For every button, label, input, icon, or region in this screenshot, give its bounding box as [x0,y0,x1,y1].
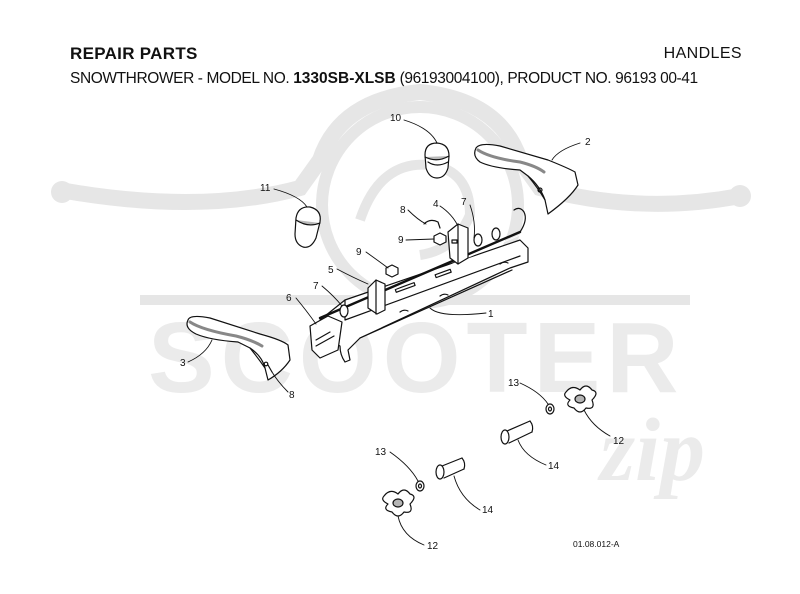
star-knob-12-left [382,489,415,517]
callout-labels: 10 2 11 7 4 8 9 9 5 7 6 1 3 8 13 12 13 1… [180,113,625,552]
clip-8-upper [423,219,441,229]
callout-3: 3 [180,358,186,369]
svg-text:zip: zip [597,401,705,500]
collar-7-left [339,304,349,318]
callout-11: 11 [260,183,271,194]
callout-2: 2 [585,137,591,148]
bracket-4 [447,223,469,265]
callout-14-left: 14 [482,505,494,516]
knob-11 [294,206,321,248]
callout-8-upper: 8 [400,205,406,216]
callout-10: 10 [390,113,402,124]
callout-12-right: 12 [613,436,625,447]
callout-13-left: 13 [375,447,387,458]
callout-7-lower: 7 [313,281,319,292]
callout-5: 5 [328,265,334,276]
bracket-5 [367,279,386,315]
callout-1: 1 [488,309,494,320]
drawing-reference: 01.08.012-A [573,539,620,549]
bracket-6 [309,315,343,359]
knob-10 [424,142,450,179]
callout-4: 4 [433,199,439,210]
clip-8-lower [267,364,273,373]
callout-7-upper: 7 [461,197,467,208]
callout-14-right: 14 [548,461,560,472]
callout-12-left: 12 [427,541,439,552]
nut-9-upper [433,232,447,246]
callout-9-lower: 9 [356,247,362,258]
bolt-14-right [500,420,534,445]
callout-13-right: 13 [508,378,520,389]
leader-lines [187,119,611,546]
subtitle-prefix: SNOWTHROWER - MODEL NO. [70,70,294,87]
svg-text:SCOOTER: SCOOTER [148,302,684,414]
nut-9-lower [385,264,399,278]
bolt-14-left [435,457,466,480]
callout-9-upper: 9 [398,235,404,246]
shaft-rod [318,207,526,322]
model-number: 1330SB-XLSB [293,70,396,87]
handle-grip-left [186,315,291,381]
section-title: HANDLES [663,45,742,62]
collar-7-right [473,227,501,247]
base-plate-1 [319,239,529,363]
subtitle-suffix: (96193004100), PRODUCT NO. 96193 00-41 [395,70,699,87]
model-subtitle: SNOWTHROWER - MODEL NO. 1330SB-XLSB (961… [70,70,698,88]
callout-6: 6 [286,293,292,304]
handle-grip-right [474,143,579,215]
washer-13-right [545,403,555,415]
washer-13-left [415,480,425,492]
callout-8-lower: 8 [289,390,295,401]
star-knob-12-right [564,385,597,413]
page-title: REPAIR PARTS [70,44,198,63]
